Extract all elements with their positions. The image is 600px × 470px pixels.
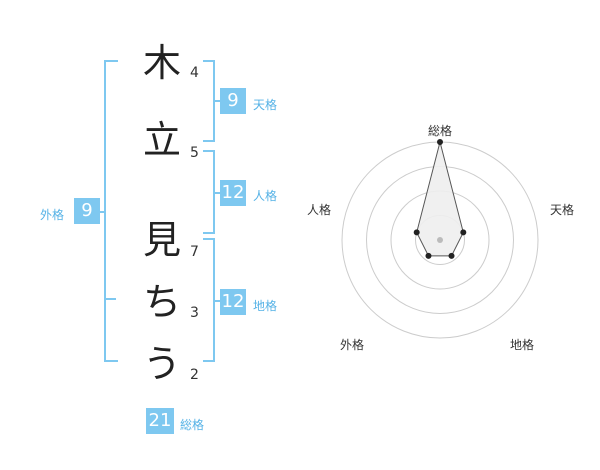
radar-label-chikaku: 地格	[510, 338, 535, 352]
jinkaku-label: 人格	[253, 189, 278, 203]
stroke-count-5: 2	[190, 367, 199, 383]
radar-point-3	[448, 252, 455, 259]
tenkaku-badge: 9	[220, 88, 246, 114]
gaikaku-bracket	[104, 60, 118, 362]
radar-point-2	[460, 229, 467, 236]
radar-label-jinkaku: 人格	[307, 203, 332, 217]
name-char-3: 見	[143, 218, 182, 262]
radar-label-gaikaku: 外格	[340, 338, 365, 352]
gaikaku-connector	[96, 211, 104, 213]
radar-center	[437, 237, 443, 243]
name-char-4: ち	[143, 280, 182, 324]
name-char-5: う	[143, 342, 182, 386]
tenkaku-connector	[213, 100, 220, 102]
jinkaku-connector	[213, 192, 220, 194]
tenkaku-label: 天格	[253, 98, 278, 112]
fortune-radar-chart	[341, 139, 539, 339]
jinkaku-badge: 12	[220, 180, 246, 206]
gaikaku-label: 外格	[40, 208, 65, 222]
stroke-count-1: 4	[190, 65, 199, 81]
chikaku-label: 地格	[253, 299, 278, 313]
gaikaku-badge: 9	[74, 198, 100, 224]
stroke-count-3: 7	[190, 244, 199, 260]
radar-label-tenkaku: 天格	[550, 203, 575, 217]
radar-point-4	[425, 252, 432, 259]
chikaku-badge: 12	[220, 289, 246, 315]
radar-polygon	[416, 141, 464, 257]
name-char-1: 木	[143, 41, 182, 85]
stroke-count-2: 5	[190, 145, 199, 161]
chikaku-connector	[213, 300, 220, 302]
stroke-count-4: 3	[190, 305, 199, 321]
radar-point-5	[413, 229, 420, 236]
gaikaku-bracket-tick	[104, 298, 116, 300]
soukaku-badge: 21	[146, 408, 174, 434]
name-char-2: 立	[143, 118, 182, 162]
radar-label-soukaku: 総格	[428, 124, 453, 138]
soukaku-label: 総格	[180, 418, 205, 432]
radar-point-1	[437, 139, 443, 145]
